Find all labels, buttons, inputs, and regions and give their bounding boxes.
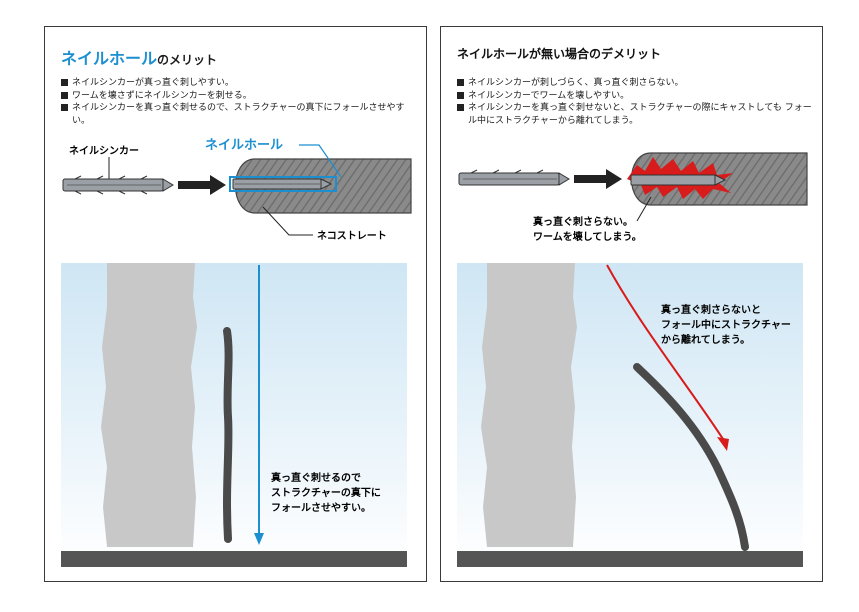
list-item: ネイルシンカーが真っ直ぐ刺しやすい。 [61,77,416,90]
arrow-right-icon [178,175,226,195]
bottom-ground [457,551,803,567]
structure-post [481,263,577,547]
callout-leader [636,196,652,222]
demerit-caption: 真っ直ぐ刺さらないと フォール中にストラクチャー から離れてしまう。 [661,303,794,346]
structure-post [101,263,197,547]
inserted-sinker-icon [630,174,727,186]
title-highlight: ネイルホール [61,49,158,68]
list-item: ネイルシンカーを真っ直ぐ刺せないと、ストラクチャーの際にキャストしても フォール… [457,102,812,127]
worm-label: ネコストレート [317,230,387,242]
list-item: ネイルシンカーでワームを壊しやすい。 [457,90,812,103]
list-item: ネイルシンカーを真っ直ぐ刺せるので、ストラクチャーの真下にフォールさせやすい。 [61,102,416,127]
demerit-panel: ネイルホールが無い場合のデメリット ネイルシンカーが刺しづらく、真っ直ぐ刺さらな… [440,26,823,582]
nailhole-leader [299,144,342,178]
nailhole-label: ネイルホール [205,138,283,153]
fall-path-line [606,264,724,440]
worm-leader [262,206,313,236]
list-item: ワームを壊さずにネイルシンカーを刺せる。 [61,90,416,103]
fall-arrow-icon [254,533,264,545]
sinker-label: ネイルシンカー [69,145,139,157]
list-item: ネイルシンカーが刺しづらく、真っ直ぐ刺さらない。 [457,77,812,90]
demerit-list: ネイルシンカーが刺しづらく、真っ直ぐ刺さらない。 ネイルシンカーでワームを壊しや… [457,77,812,127]
title-rest: のメリット [157,53,218,67]
drifting-worm [633,363,749,551]
demerit-diagram: 真っ直ぐ刺さらない。 ワームを壊してしまう。 真っ直ぐ刺さらないと フォール中に… [457,152,808,567]
straight-worm [223,327,233,543]
damage-callout: 真っ直ぐ刺さらない。 ワームを壊してしまう。 [533,215,642,243]
merit-caption: 真っ直ぐ刺せるので ストラクチャーの真下に フォールさせやすい。 [271,471,384,514]
inserted-sinker-icon [229,176,337,192]
nail-sinker-icon [458,169,570,186]
panel-title: ネイルホールが無い場合のデメリット [457,47,662,61]
bottom-ground [61,551,407,567]
merit-diagram: ネイルシンカー ネイルホール ネコストレート [61,138,412,567]
merit-list: ネイルシンカーが真っ直ぐ刺しやすい。 ワームを壊さずにネイルシンカーを刺せる。 … [61,77,416,127]
merit-panel: ネイルホールのメリット ネイルシンカーが真っ直ぐ刺しやすい。 ワームを壊さずにネ… [44,26,427,582]
arrow-right-icon [574,169,622,189]
fall-arrow-icon [717,437,729,451]
nail-sinker-icon [62,175,174,195]
panel-title: ネイルホールのメリット [61,45,217,69]
